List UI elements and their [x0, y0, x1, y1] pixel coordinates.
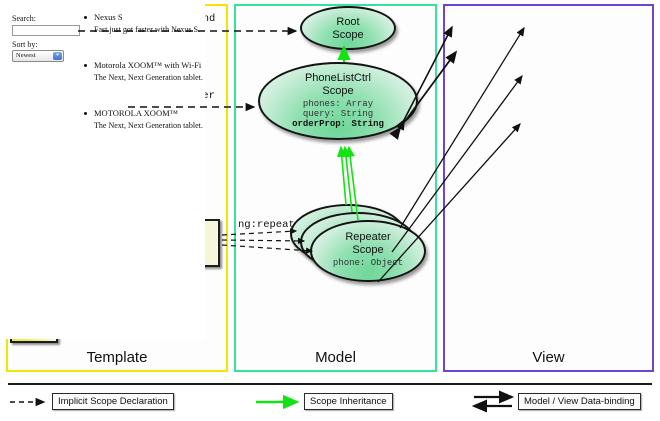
sort-select[interactable]: Newest ▾: [12, 50, 64, 62]
scope-repeater-props: phone: Object: [312, 258, 424, 268]
search-input[interactable]: [12, 25, 80, 36]
legend-divider: [8, 383, 652, 385]
search-label: Search:: [12, 14, 36, 23]
scope-root: Root Scope: [300, 6, 396, 50]
scope-root-title-line1: Root: [336, 16, 360, 28]
phone-name: Motorola XOOM™ with Wi-Fi: [94, 60, 202, 70]
bullet-icon: [84, 64, 87, 67]
legend-label-scope-inheritance: Scope Inheritance: [304, 393, 393, 410]
bullet-icon: [84, 112, 87, 115]
legend-icon-double-arrow: [471, 390, 515, 413]
scope-phonelistctrl: PhoneListCtrl Scope phones: Array query:…: [258, 62, 418, 140]
phone-name: MOTOROLA XOOM™: [94, 108, 178, 118]
scope-prop-orderprop: orderProp: String: [292, 119, 384, 129]
scope-prop-phone: phone: Object: [332, 258, 404, 268]
scope-root-title-line2: Scope: [332, 28, 364, 41]
phone-snippet: The Next, Next Generation tablet.: [94, 73, 203, 82]
scope-phonelistctrl-title-line1: PhoneListCtrl: [304, 72, 372, 84]
scope-prop-query: query: String: [302, 109, 374, 119]
chevron-down-icon: ▾: [53, 52, 62, 60]
scope-repeater-title-line2: Scope: [352, 243, 384, 256]
sort-label: Sort by:: [12, 40, 38, 49]
legend-label-model-view-data-binding: Model / View Data-binding: [518, 393, 641, 410]
legend-label-implicit-scope-declaration: Implicit Scope Declaration: [52, 393, 174, 410]
phone-snippet: Fast just got faster with Nexus S.: [94, 25, 200, 34]
scope-phonelistctrl-title-line2: Scope: [322, 84, 354, 97]
column-label-template: Template: [86, 349, 148, 366]
sort-select-value: Newest: [16, 52, 36, 59]
view-panel-content: Search: Sort by: Newest ▾ Nexus S Fast j…: [4, 4, 205, 339]
scope-prop-phones: phones: Array: [302, 99, 374, 109]
phone-snippet: The Next, Next Generation tablet.: [94, 121, 203, 130]
column-label-model: Model: [315, 349, 356, 366]
column-view: View: [443, 4, 654, 372]
column-model: Model: [234, 4, 437, 372]
scope-phonelistctrl-props: phones: Array query: String orderProp: S…: [260, 99, 416, 129]
scope-repeater: Repeater Scope phone: Object: [310, 220, 426, 282]
connector-label-ng-repeat: ng:repeat: [238, 219, 295, 231]
bullet-icon: [84, 16, 87, 19]
scope-repeater-title-line1: Repeater: [345, 231, 391, 243]
phone-name: Nexus S: [94, 12, 123, 22]
column-label-view: View: [532, 349, 565, 366]
